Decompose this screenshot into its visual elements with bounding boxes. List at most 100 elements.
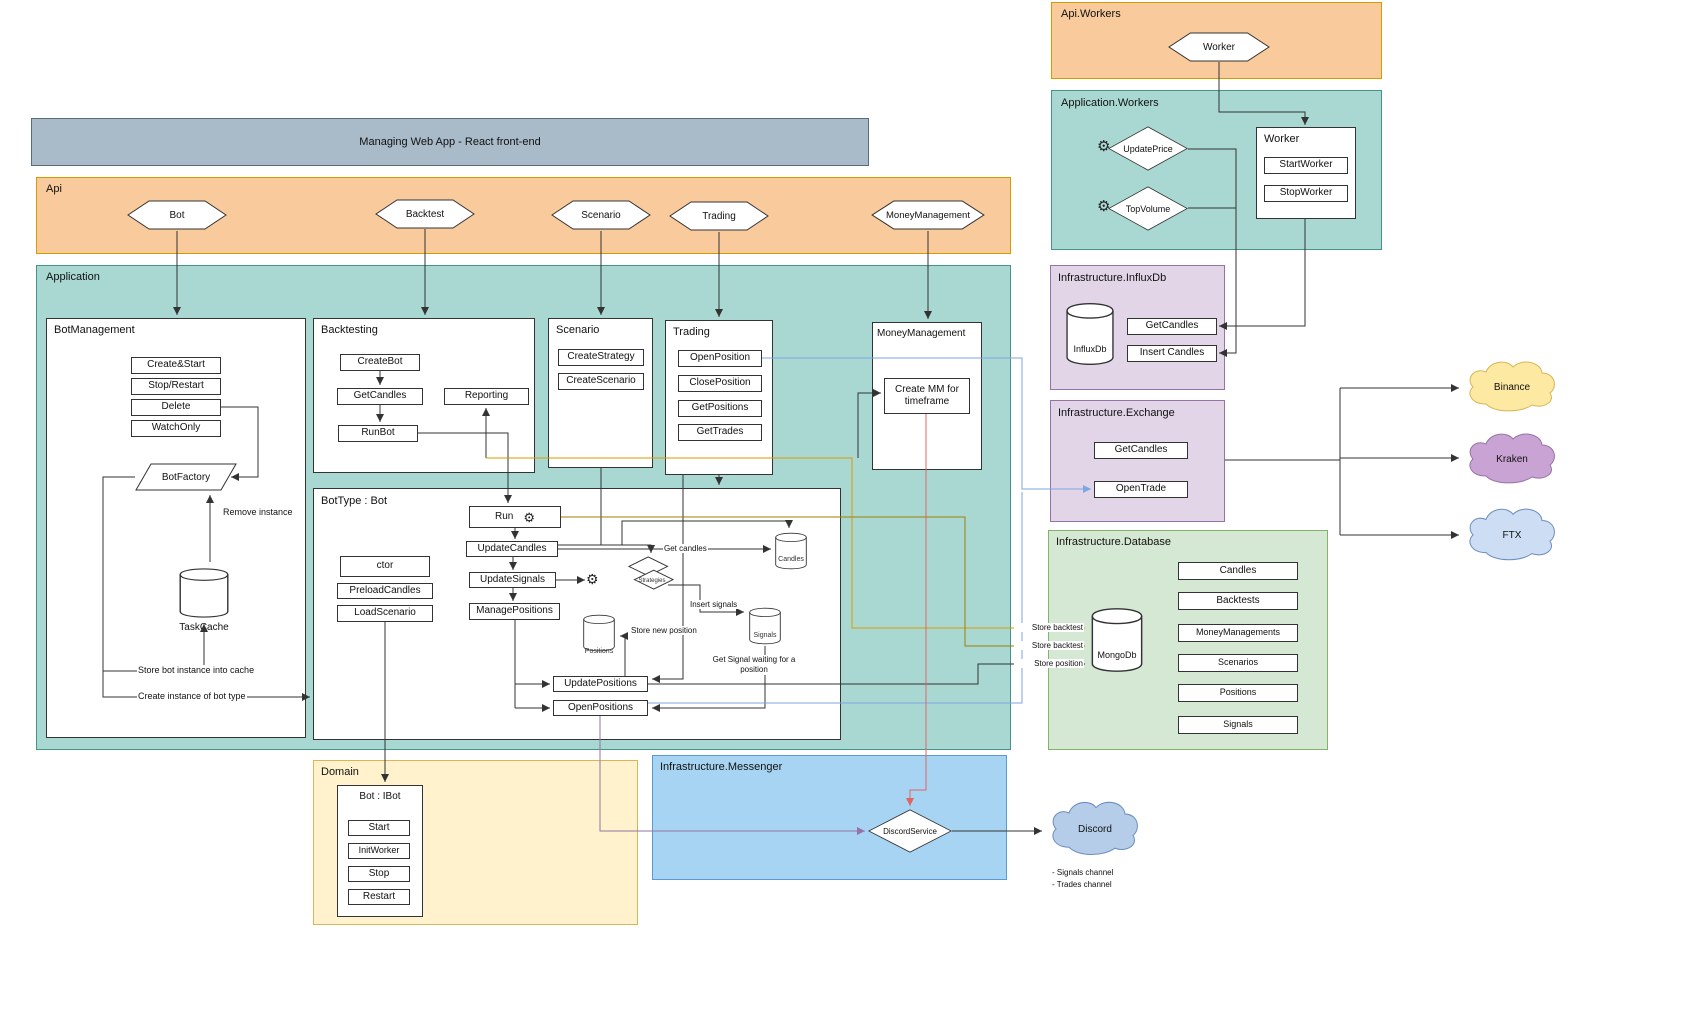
- top-volume-label: TopVolume: [1125, 203, 1171, 214]
- scenario-hexagon-label: Scenario: [581, 209, 621, 221]
- signals-cylinder-label: Signals: [753, 632, 777, 639]
- worker-box-title: Worker: [1264, 133, 1300, 145]
- discord-label: Discord: [1078, 823, 1112, 835]
- get-candles-edge-label: Get candles: [663, 544, 708, 553]
- get-signal-edge-label: Get Signal waiting for a position: [710, 655, 798, 675]
- gear-icon: ⚙: [1097, 198, 1111, 215]
- create-mm-button: Create MM for timeframe: [884, 378, 970, 414]
- kraken-label: Kraken: [1496, 453, 1528, 465]
- get-positions-button: GetPositions: [678, 400, 762, 417]
- open-position-button: OpenPosition: [678, 350, 762, 367]
- mongodb-cylinder: [1088, 605, 1146, 675]
- run-bot-button: RunBot: [338, 425, 418, 442]
- collection-signals: Signals: [1178, 716, 1298, 734]
- ftx-label: FTX: [1502, 529, 1522, 541]
- delete-button: Delete: [131, 399, 221, 416]
- web-app-title: Managing Web App - React front-end: [359, 136, 541, 148]
- influxdb-cylinder: [1063, 300, 1117, 368]
- collection-scenarios: Scenarios: [1178, 654, 1298, 672]
- create-bot-button: CreateBot: [340, 354, 420, 371]
- start-worker-button: StartWorker: [1264, 157, 1348, 174]
- bot-hexagon: Bot: [127, 200, 227, 230]
- exchange-title: Infrastructure.Exchange: [1058, 407, 1175, 419]
- binance-label: Binance: [1493, 381, 1531, 393]
- influx-insert-candles-button: Insert Candles: [1127, 345, 1217, 362]
- ftx-cloud: FTX: [1462, 505, 1562, 565]
- worker-hexagon-label: Worker: [1202, 41, 1236, 53]
- backtesting-title: Backtesting: [321, 324, 378, 336]
- kraken-cloud: Kraken: [1462, 430, 1562, 488]
- influxdb-title: Infrastructure.InfluxDb: [1058, 272, 1167, 284]
- run-button: Run ⚙: [469, 506, 561, 528]
- scenario-hexagon: Scenario: [551, 200, 651, 230]
- close-position-button: ClosePosition: [678, 375, 762, 392]
- discord-service-diamond: DiscordService: [868, 809, 952, 853]
- backtest-hexagon-label: Backtest: [405, 208, 445, 220]
- domain-title: Domain: [321, 766, 359, 778]
- task-cache-label: TaskCache: [179, 622, 229, 633]
- create-strategy-button: CreateStrategy: [558, 349, 644, 366]
- manage-positions-button: ManagePositions: [469, 603, 560, 620]
- start-button: Start: [348, 820, 410, 836]
- discord-service-label: DiscordService: [883, 826, 937, 836]
- trading-title: Trading: [673, 326, 710, 338]
- candles-cylinder: [773, 531, 809, 571]
- application-workers-title: Application.Workers: [1061, 97, 1159, 109]
- exchange-get-candles-button: GetCandles: [1094, 442, 1188, 459]
- influxdb-cylinder-label: InfluxDb: [1073, 344, 1107, 354]
- restart-button: Restart: [348, 889, 410, 905]
- strategies-shape: [628, 556, 674, 590]
- scenario-box: [548, 318, 653, 468]
- bot-ibot-title: Bot : IBot: [359, 791, 401, 802]
- bot-factory-shape: BotFactory: [135, 463, 237, 491]
- worker-hexagon: Worker: [1168, 32, 1270, 62]
- watch-only-button: WatchOnly: [131, 420, 221, 437]
- gear-icon: ⚙: [1097, 138, 1111, 155]
- exchange-open-trade-button: OpenTrade: [1094, 481, 1188, 498]
- application-title: Application: [46, 271, 100, 283]
- update-positions-button: UpdatePositions: [553, 676, 648, 692]
- preload-candles-button: PreloadCandles: [337, 583, 433, 599]
- stop-button: Stop: [348, 866, 410, 882]
- candles-cylinder-label: Candles: [778, 556, 804, 563]
- ctor-button: ctor: [340, 556, 430, 577]
- positions-cylinder-label: Positions: [584, 648, 614, 655]
- positions-cylinder: [581, 613, 617, 653]
- bot-type-title: BotType : Bot: [321, 495, 388, 507]
- trading-box: [665, 320, 773, 475]
- open-positions-button: OpenPositions: [553, 700, 648, 716]
- insert-signals-edge-label: Insert signals: [689, 600, 739, 609]
- scenario-title: Scenario: [556, 324, 600, 336]
- top-volume-diamond: TopVolume: [1108, 186, 1188, 231]
- task-cache-cylinder: [176, 566, 232, 620]
- collection-backtests: Backtests: [1178, 592, 1298, 610]
- store-backtest-label-2: Store backtest: [1014, 641, 1084, 650]
- collection-moneymanagements: MoneyManagements: [1178, 624, 1298, 642]
- backtest-hexagon: Backtest: [375, 199, 475, 229]
- collection-positions: Positions: [1178, 684, 1298, 702]
- api-title: Api: [46, 183, 62, 195]
- store-new-position-edge-label: Store new position: [630, 626, 698, 635]
- store-bot-instance-label: Store bot instance into cache: [137, 665, 256, 675]
- stop-worker-button: StopWorker: [1264, 185, 1348, 202]
- collection-candles: Candles: [1178, 562, 1298, 580]
- gear-icon: ⚙: [586, 571, 599, 587]
- messenger-group: [652, 755, 1007, 880]
- web-app-box: Managing Web App - React front-end: [31, 118, 869, 166]
- init-worker-button: InitWorker: [348, 843, 410, 859]
- influx-get-candles-button: GetCandles: [1127, 318, 1217, 335]
- mongodb-cylinder-label: MongoDb: [1097, 650, 1137, 660]
- discord-cloud: Discord: [1045, 798, 1145, 860]
- trading-hexagon-label: Trading: [702, 210, 736, 222]
- create-instance-label: Create instance of bot type: [137, 691, 247, 701]
- discord-trades-channel-label: - Trades channel: [1052, 880, 1112, 889]
- bot-hexagon-label: Bot: [169, 209, 185, 221]
- binance-cloud: Binance: [1462, 358, 1562, 416]
- money-management-title: MoneyManagement: [877, 328, 966, 339]
- create-scenario-button: CreateScenario: [558, 373, 644, 390]
- get-trades-button: GetTrades: [678, 424, 762, 441]
- load-scenario-button: LoadScenario: [337, 605, 433, 622]
- run-label: Run: [494, 510, 514, 522]
- create-start-button: Create&Start: [131, 357, 221, 374]
